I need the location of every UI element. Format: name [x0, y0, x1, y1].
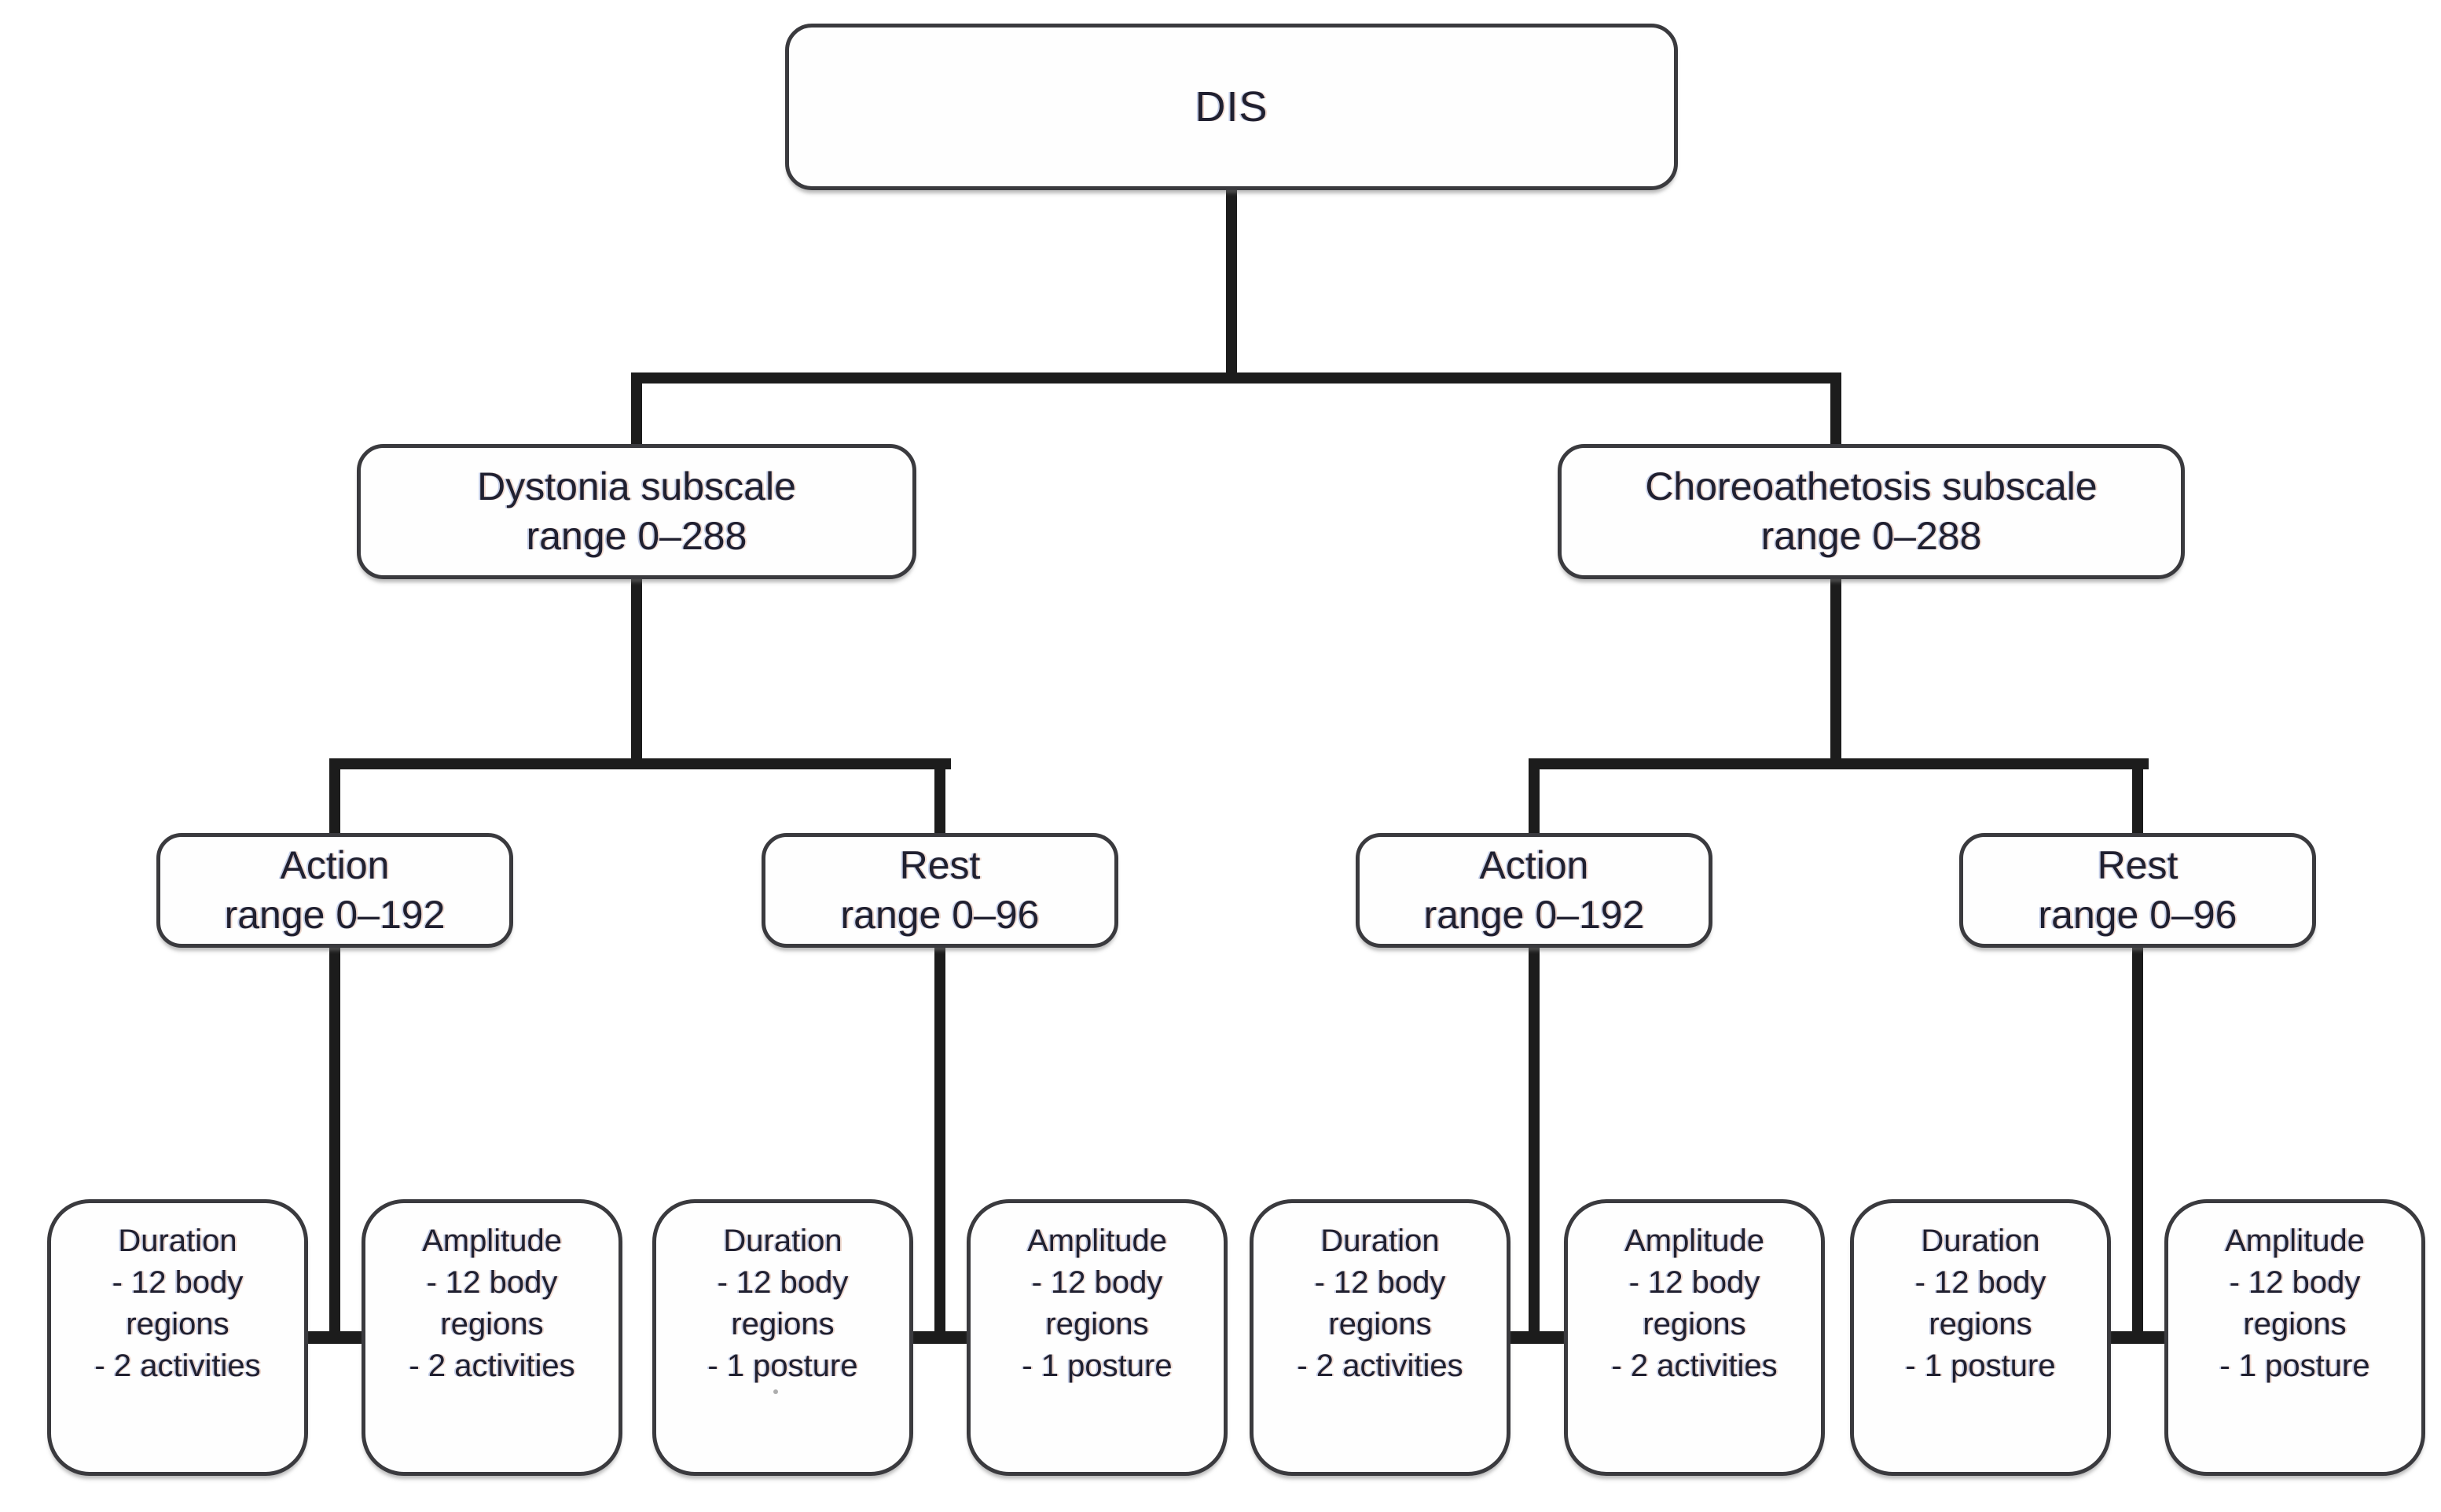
leaf-title: Duration	[1921, 1224, 2040, 1258]
node-amplitude-action-dystonia: Amplitude - 12 body regions - 2 activiti…	[362, 1199, 622, 1476]
connector-drop-action-right	[1529, 758, 1540, 838]
connector-crossbar-1	[305, 1331, 365, 1344]
rest-choreo-name: Rest	[2097, 843, 2179, 887]
connector-crossbar-3	[1504, 1331, 1564, 1344]
leaf-line: regions	[126, 1307, 229, 1341]
dystonia-subscale-name: Dystonia subscale	[477, 464, 796, 508]
connector-action-left-trunk	[329, 946, 340, 1344]
node-rest-choreoathetosis: Rest range 0–96	[1959, 833, 2316, 948]
leaf-line: regions	[731, 1307, 835, 1341]
node-choreoathetosis-subscale: Choreoathetosis subscale range 0–288	[1558, 444, 2185, 579]
leaf-line: - 1 posture	[1022, 1349, 1173, 1383]
connector-drop-action-left	[329, 758, 340, 838]
node-dis-label: DIS	[1195, 83, 1268, 130]
leaf-line: - 12 body	[717, 1265, 849, 1300]
node-duration-rest-choreo: Duration - 12 body regions - 1 posture	[1850, 1199, 2111, 1476]
connector-dystonia-trunk	[631, 578, 642, 769]
action-choreo-range: range 0–192	[1423, 893, 1645, 937]
leaf-title: Amplitude	[1624, 1224, 1764, 1258]
leaf-line: - 1 posture	[1905, 1349, 2056, 1383]
leaf-line: - 2 activities	[94, 1349, 261, 1383]
node-dystonia-subscale: Dystonia subscale range 0–288	[357, 444, 916, 579]
leaf-line: regions	[2243, 1307, 2347, 1341]
connector-crossbar-4	[2108, 1331, 2168, 1344]
connector-right-bracket	[1529, 758, 2149, 769]
action-choreo-name: Action	[1479, 843, 1589, 887]
leaf-line: - 12 body	[1914, 1265, 2046, 1300]
node-dis: DIS	[785, 24, 1678, 190]
rest-dystonia-range: range 0–96	[840, 893, 1040, 937]
scan-speck	[773, 1389, 778, 1394]
leaf-title: Duration	[1320, 1224, 1440, 1258]
leaf-line: - 2 activities	[1297, 1349, 1463, 1383]
leaf-line: regions	[1045, 1307, 1149, 1341]
leaf-line: - 2 activities	[409, 1349, 575, 1383]
leaf-line: regions	[1643, 1307, 1746, 1341]
node-amplitude-rest-choreo: Amplitude - 12 body regions - 1 posture	[2164, 1199, 2425, 1476]
rest-dystonia-name: Rest	[899, 843, 981, 887]
connector-crossbar-2	[910, 1331, 970, 1344]
leaf-line: - 12 body	[1628, 1265, 1760, 1300]
leaf-title: Duration	[118, 1224, 237, 1258]
connector-left-bracket	[329, 758, 951, 769]
leaf-line: regions	[1929, 1307, 2032, 1341]
connector-choreo-trunk	[1830, 578, 1841, 769]
node-amplitude-action-choreo: Amplitude - 12 body regions - 2 activiti…	[1564, 1199, 1825, 1476]
choreoathetosis-subscale-name: Choreoathetosis subscale	[1645, 464, 2098, 508]
action-dystonia-name: Action	[280, 843, 390, 887]
leaf-line: regions	[1328, 1307, 1432, 1341]
node-duration-action-choreo: Duration - 12 body regions - 2 activitie…	[1250, 1199, 1510, 1476]
choreoathetosis-subscale-range: range 0–288	[1760, 514, 1982, 558]
leaf-line: - 1 posture	[707, 1349, 858, 1383]
connector-drop-choreoathetosis	[1830, 372, 1841, 447]
node-action-dystonia: Action range 0–192	[156, 833, 513, 948]
leaf-line: - 2 activities	[1611, 1349, 1778, 1383]
leaf-title: Amplitude	[1027, 1224, 1167, 1258]
connector-rest-left-trunk	[934, 946, 945, 1344]
leaf-line: regions	[440, 1307, 544, 1341]
leaf-line: - 1 posture	[2219, 1349, 2370, 1383]
leaf-title: Duration	[723, 1224, 842, 1258]
connector-rest-right-trunk	[2132, 946, 2143, 1344]
node-action-choreoathetosis: Action range 0–192	[1356, 833, 1712, 948]
connector-level1-horizontal	[631, 372, 1841, 384]
action-dystonia-range: range 0–192	[224, 893, 446, 937]
node-amplitude-rest-dystonia: Amplitude - 12 body regions - 1 posture	[967, 1199, 1228, 1476]
leaf-title: Amplitude	[2225, 1224, 2365, 1258]
leaf-line: - 12 body	[112, 1265, 244, 1300]
connector-drop-rest-right	[2132, 758, 2143, 838]
leaf-line: - 12 body	[426, 1265, 558, 1300]
leaf-title: Amplitude	[422, 1224, 562, 1258]
connector-drop-rest-left	[934, 758, 945, 838]
connector-action-right-trunk	[1529, 946, 1540, 1344]
node-duration-rest-dystonia: Duration - 12 body regions - 1 posture	[652, 1199, 913, 1476]
rest-choreo-range: range 0–96	[2038, 893, 2237, 937]
leaf-line: - 12 body	[1031, 1265, 1163, 1300]
connector-dis-trunk	[1226, 189, 1237, 378]
leaf-line: - 12 body	[1314, 1265, 1446, 1300]
node-rest-dystonia: Rest range 0–96	[762, 833, 1118, 948]
node-duration-action-dystonia: Duration - 12 body regions - 2 activitie…	[47, 1199, 308, 1476]
connector-drop-dystonia	[631, 372, 642, 447]
leaf-line: - 12 body	[2229, 1265, 2361, 1300]
dystonia-subscale-range: range 0–288	[526, 514, 747, 558]
